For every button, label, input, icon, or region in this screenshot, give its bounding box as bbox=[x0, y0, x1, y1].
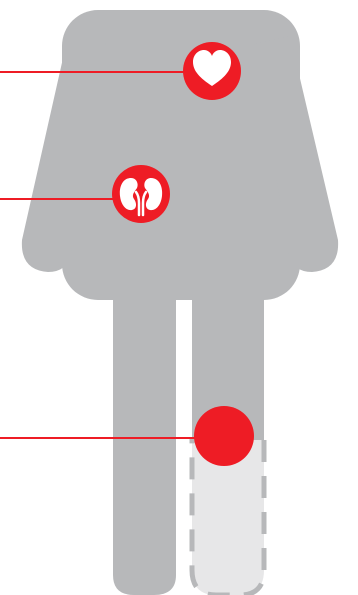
left-leg bbox=[113, 240, 176, 595]
body-silhouette bbox=[22, 10, 338, 595]
amputation-marker bbox=[194, 406, 254, 466]
heart-marker bbox=[183, 42, 241, 100]
kidney-marker bbox=[112, 165, 170, 223]
amputation-marker-circle bbox=[194, 406, 254, 466]
